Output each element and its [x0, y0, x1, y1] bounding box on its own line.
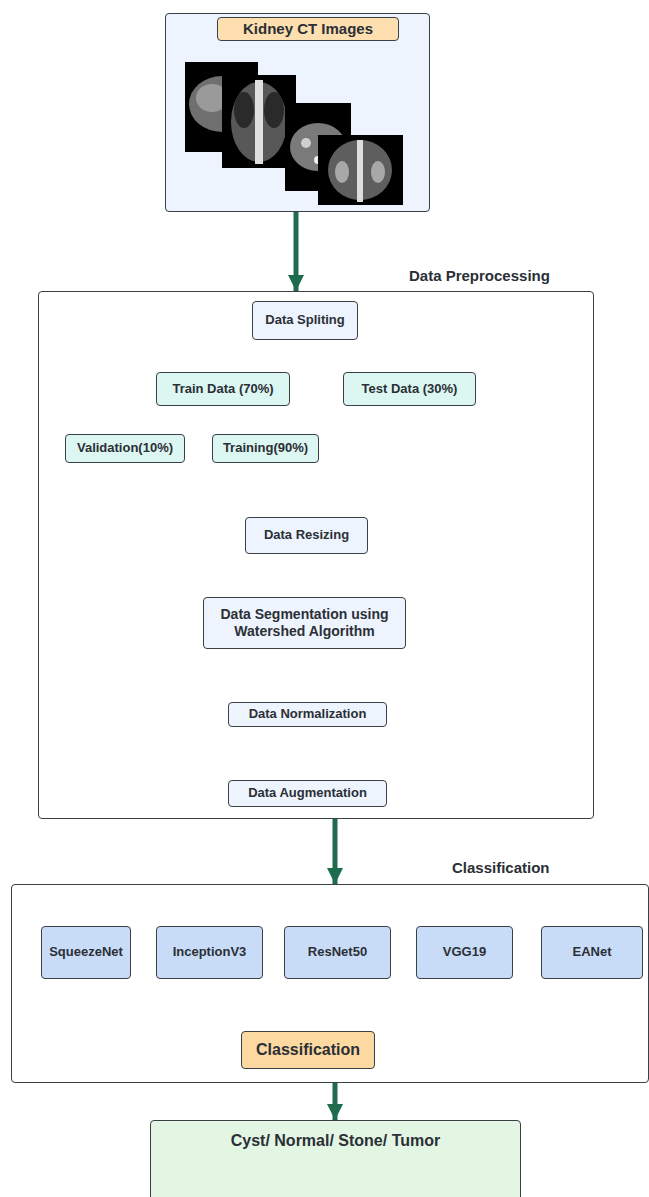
box-label: InceptionV3	[173, 944, 247, 960]
process-box: Data Segmentation using Watershed Algori…	[203, 597, 406, 649]
box-label: Cyst/ Normal/ Stone/ Tumor	[231, 1131, 441, 1151]
box-label: Data Spliting	[265, 312, 344, 328]
box-label: Training(90%)	[223, 440, 308, 456]
model-box: InceptionV3	[156, 926, 263, 979]
flow-arrow	[333, 819, 338, 884]
flow-arrow	[333, 1083, 338, 1120]
model-box: VGG19	[416, 926, 513, 979]
output-box: Cyst/ Normal/ Stone/ Tumor	[150, 1120, 521, 1197]
input-panel: Kidney CT Images	[165, 13, 430, 212]
model-box: EANet	[541, 926, 643, 979]
split-box: Train Data (70%)	[156, 372, 290, 406]
ct-scan-2	[222, 75, 296, 168]
box-label: Test Data (30%)	[362, 381, 458, 397]
process-box: Data Spliting	[252, 301, 358, 340]
stage-panel: Classification SqueezeNet InceptionV3 ResNe…	[11, 884, 649, 1083]
split-box: Validation(10%)	[65, 434, 185, 463]
box-label: Data Resizing	[264, 527, 349, 543]
ct-scan-4	[318, 135, 403, 205]
box-label: ResNet50	[308, 944, 367, 960]
box-label: EANet	[572, 944, 611, 960]
model-box: ResNet50	[284, 926, 391, 979]
input-label: Kidney CT Images	[217, 17, 399, 41]
stage-panel: Data PreprocessingData SplitingTrain Dat…	[38, 291, 594, 819]
process-box: Data Normalization	[228, 702, 387, 727]
box-label: Data Augmentation	[248, 785, 367, 801]
box-label: Data Normalization	[249, 706, 367, 722]
panel-fill	[165, 13, 430, 212]
flow-arrow	[294, 212, 299, 291]
section-heading: Classification	[452, 859, 550, 878]
section-heading: Data Preprocessing	[409, 267, 550, 286]
box-label: Data Segmentation using Watershed Algori…	[212, 606, 397, 641]
box-label: VGG19	[443, 944, 486, 960]
classifier-box: Classification	[241, 1031, 375, 1069]
process-box: Data Resizing	[245, 517, 368, 554]
split-box: Test Data (30%)	[343, 372, 476, 406]
process-box: Data Augmentation	[228, 780, 387, 807]
box-label: SqueezeNet	[49, 944, 123, 960]
model-box: SqueezeNet	[41, 926, 131, 979]
box-label: Train Data (70%)	[172, 381, 273, 397]
split-box: Training(90%)	[212, 434, 319, 463]
box-label: Classification	[256, 1040, 360, 1060]
box-label: Validation(10%)	[77, 440, 173, 456]
